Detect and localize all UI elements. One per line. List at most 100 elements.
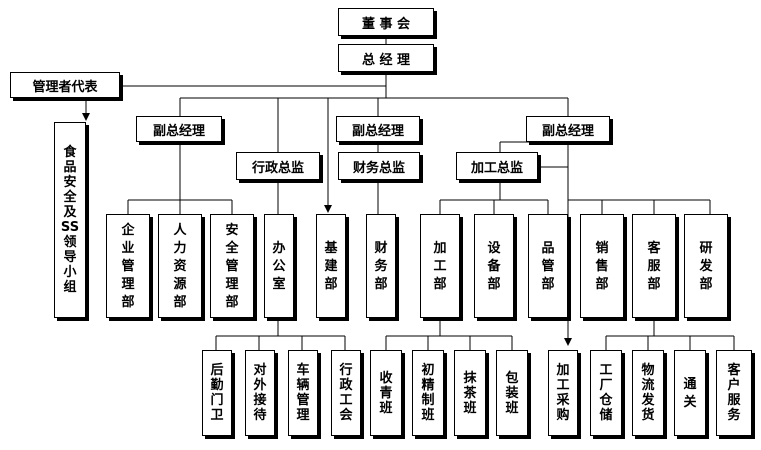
- label-char: 货: [641, 408, 655, 423]
- label-char: 研: [699, 240, 713, 256]
- label-char: 收: [379, 370, 393, 386]
- label-char: 包: [505, 370, 519, 386]
- vertical-label: 销售部: [595, 237, 608, 296]
- vertical-label: 行政工会: [339, 362, 352, 424]
- vertical-label: 人力资源部: [173, 219, 186, 314]
- vertical-label: 加工部: [433, 237, 446, 296]
- node-rnd: 研发部: [684, 214, 728, 318]
- label-char: 工: [339, 393, 353, 408]
- node-external-reception: 对外接待: [245, 350, 275, 436]
- label-char: 通: [683, 376, 697, 392]
- label-char: 户: [727, 378, 741, 393]
- label-char: 部: [173, 294, 187, 310]
- label-char: 对: [253, 363, 267, 378]
- label-char: 部: [647, 276, 661, 292]
- label-char: 务: [727, 408, 741, 423]
- label-char: 部: [324, 276, 338, 292]
- vertical-label: 初精制班: [421, 362, 434, 424]
- vertical-label: 对外接待: [253, 362, 266, 424]
- label-char: 备: [487, 258, 501, 274]
- node-general-manager: 总 经 理: [338, 44, 434, 72]
- node-vehicle-management: 车辆管理: [288, 350, 318, 436]
- label-char: 室: [272, 276, 286, 292]
- node-admin-director: 行政总监: [236, 152, 320, 180]
- label-char: 初: [421, 363, 435, 378]
- label-char: 车: [296, 363, 310, 378]
- label-char: 关: [683, 394, 697, 410]
- label-char: 组: [63, 280, 77, 295]
- node-processing-director: 加工总监: [456, 152, 538, 180]
- label-char: 管: [225, 258, 239, 274]
- node-office: 办公室: [264, 214, 294, 318]
- vertical-label: 物流发货: [641, 362, 654, 424]
- node-vice-gm-2: 副总经理: [336, 116, 420, 142]
- label-char: 外: [253, 378, 267, 393]
- label-char: 设: [487, 240, 501, 256]
- label-char: 行: [339, 363, 353, 378]
- vertical-label: 财务部: [374, 237, 387, 296]
- vertical-label: 抹茶班: [463, 370, 476, 417]
- label-char: 管: [296, 393, 310, 408]
- label-char: 客: [647, 240, 661, 256]
- label-char: 客: [727, 363, 741, 378]
- label-char: 建: [324, 258, 338, 274]
- vertical-label: 安全管理部: [225, 219, 238, 314]
- label-char: 班: [379, 400, 393, 416]
- label-char: 政: [339, 378, 353, 393]
- node-vice-gm-3: 副总经理: [526, 116, 610, 142]
- label-char: 流: [641, 378, 655, 393]
- vertical-label: 客户服务: [727, 362, 740, 424]
- label-char: 理: [296, 408, 310, 423]
- label-char: 源: [173, 276, 187, 292]
- label-char: 财: [374, 240, 388, 256]
- label-char: 品: [63, 160, 77, 175]
- label-char: 班: [421, 408, 435, 423]
- vertical-label: 企业管理部: [121, 219, 134, 314]
- vertical-label: 基建部: [324, 237, 337, 296]
- label-char: 业: [121, 240, 135, 256]
- label-char: 勤: [210, 378, 224, 393]
- label-char: 资: [173, 258, 187, 274]
- label-char: 企: [121, 222, 135, 238]
- label-char: 精: [421, 378, 435, 393]
- node-admin-union: 行政工会: [331, 350, 361, 436]
- node-picking-team: 收青班: [370, 350, 402, 436]
- label-char: 理: [225, 276, 239, 292]
- vertical-label: 研发部: [699, 237, 712, 296]
- label-char: 门: [210, 393, 224, 408]
- label-char: 发: [641, 393, 655, 408]
- node-matcha-team: 抹茶班: [454, 350, 486, 436]
- label-char: 厂: [599, 378, 613, 393]
- label-char: 办: [272, 240, 286, 256]
- label-char: 部: [541, 276, 555, 292]
- label-char: 后: [210, 363, 224, 378]
- node-finance-director: 财务总监: [338, 152, 420, 180]
- node-management-representative: 管理者代表: [10, 72, 120, 98]
- vertical-label: 办公室: [272, 237, 285, 296]
- label-char: 加: [433, 240, 447, 256]
- label-char: 部: [595, 276, 609, 292]
- label-char: 销: [595, 240, 609, 256]
- node-factory-storage: 工厂仓储: [590, 350, 622, 436]
- node-customs: 通关: [674, 350, 706, 436]
- label-char: 加: [556, 363, 570, 378]
- node-customer-service-team: 客户服务: [716, 350, 752, 436]
- label-char: 部: [433, 276, 447, 292]
- node-sales: 销售部: [580, 214, 624, 318]
- label-char: 管: [541, 258, 555, 274]
- node-enterprise-management: 企业管理部: [106, 214, 150, 318]
- label-char: 安: [63, 175, 77, 190]
- node-equipment: 设备部: [474, 214, 514, 318]
- node-logistics-delivery: 物流发货: [632, 350, 664, 436]
- label-char: 服: [727, 393, 741, 408]
- label-char: 公: [272, 258, 286, 274]
- node-infrastructure: 基建部: [316, 214, 346, 318]
- label-char: 抹: [463, 370, 477, 386]
- label-char: 安: [225, 222, 239, 238]
- label-char: 部: [374, 276, 388, 292]
- label-char: 接: [253, 393, 267, 408]
- label-char: 会: [339, 408, 353, 423]
- node-packaging-team: 包装班: [496, 350, 528, 436]
